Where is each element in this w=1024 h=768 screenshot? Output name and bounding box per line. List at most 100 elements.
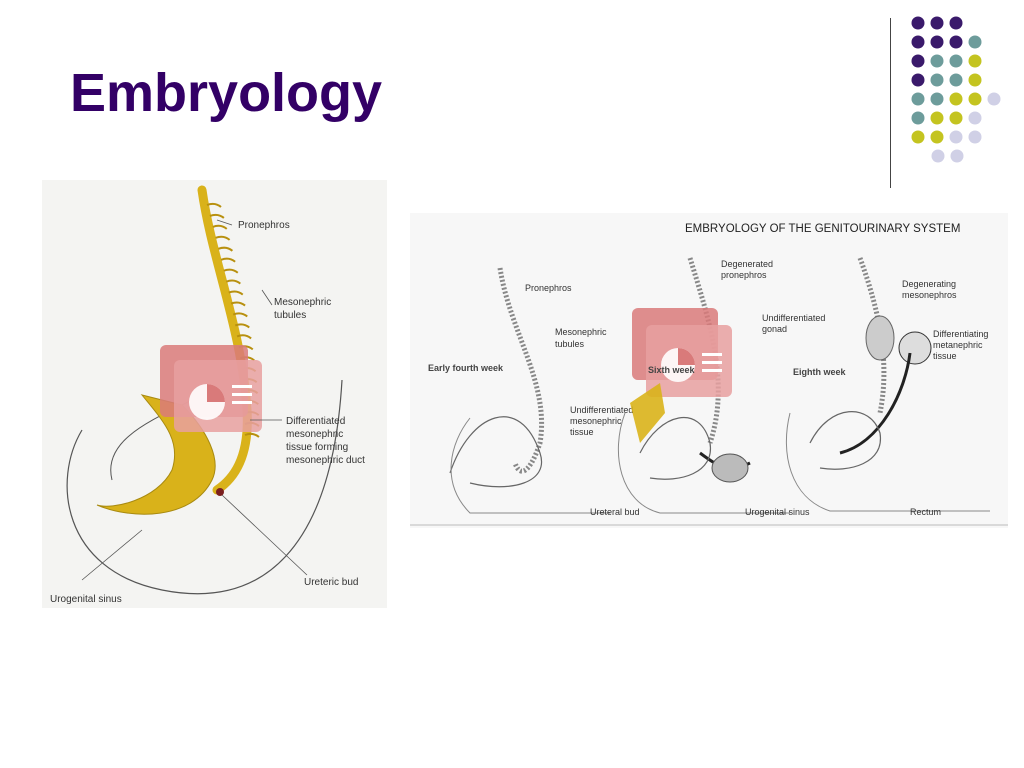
decor-dot (930, 111, 944, 125)
label-diff-2: mesonephric (286, 429, 343, 440)
panel3-cloaca (809, 411, 881, 470)
p1-label-meso-2: tubules (555, 339, 585, 349)
p2-label-degen-pro-1: Degenerated (721, 259, 773, 269)
decor-dot (968, 73, 982, 87)
decor-dot (950, 149, 964, 163)
slide-title: Embryology (70, 63, 383, 123)
tubule-mark (244, 432, 260, 438)
decor-dot (911, 130, 925, 144)
panel-sixth-week: Degenerated pronephros Undifferentiated … (590, 257, 825, 517)
panel1-outline (450, 417, 610, 514)
p2-label-undiff-gonad-1: Undifferentiated (762, 313, 825, 323)
decor-dot (911, 73, 925, 87)
p3-label-degen-meso-1: Degenerating (902, 279, 956, 289)
tubule-mark (206, 202, 222, 208)
p3-label-diff-meta-1: Differentiating (933, 329, 988, 339)
leader-mesonephric (261, 289, 273, 306)
p3-label-eighth-week: Eighth week (793, 367, 847, 377)
decor-dot (949, 16, 963, 30)
panel2-cloaca (639, 416, 711, 480)
left-ureteric-bud-mark (216, 488, 224, 496)
decor-dot (968, 35, 982, 49)
p2-label-ureteral-bud: Ureteral bud (590, 507, 640, 517)
label-pronephros: Pronephros (238, 220, 290, 231)
panel2-overlay-icon (630, 308, 732, 443)
tubule-mark (230, 301, 246, 307)
decor-dot (949, 111, 963, 125)
label-urogenital-sinus: Urogenital sinus (50, 594, 122, 605)
label-ureteric-bud: Ureteric bud (304, 577, 358, 588)
panel3-ureter (839, 352, 912, 455)
title-divider-line (890, 18, 891, 188)
panel3-duct (857, 257, 887, 414)
decor-dot (930, 35, 944, 49)
panel3-mesonephros (865, 315, 895, 361)
tubule-mark (215, 235, 231, 241)
decor-dot (968, 130, 982, 144)
panel-fourth-week: Pronephros Mesonephric tubules Early fou… (428, 267, 633, 514)
p3-label-diff-meta-2: metanephric (933, 340, 983, 350)
tubule-mark (220, 257, 236, 263)
tubule-mark (223, 268, 239, 274)
panel1-cloaca (449, 416, 543, 488)
decor-dot (911, 111, 925, 125)
decor-dot (930, 92, 944, 106)
tubule-mark (236, 334, 252, 340)
tubule-mark (232, 312, 248, 318)
decor-dot (930, 16, 944, 30)
panel2-kidney (711, 453, 749, 483)
decor-dot (911, 16, 925, 30)
p3-label-rectum: Rectum (910, 507, 941, 517)
label-mesonephric-2: tubules (274, 310, 306, 321)
tubule-mark (218, 246, 234, 252)
right-figure-title: EMBRYOLOGY OF THE GENITOURINARY SYSTEM (685, 223, 960, 235)
label-diff-3: tissue forming (286, 442, 348, 453)
p2-label-undiff-gonad-2: gonad (762, 324, 787, 334)
panel-eighth-week: Degenerating mesonephros Differentiating… (745, 257, 990, 517)
decor-dot (949, 92, 963, 106)
leader-ureteric-bud (221, 494, 308, 576)
tubule-mark (212, 224, 228, 230)
presentation-overlay-icon (160, 345, 262, 432)
tubule-mark (209, 213, 225, 219)
decor-dot (968, 54, 982, 68)
p3-label-degen-meso-2: mesonephros (902, 290, 957, 300)
decorative-dot-grid (911, 16, 1001, 163)
p3-label-urogenital-sinus: Urogenital sinus (745, 507, 810, 517)
label-diff-1: Differentiated (286, 416, 345, 427)
decor-dot (931, 149, 945, 163)
decor-dot (930, 54, 944, 68)
panel3-metanephros (898, 331, 932, 365)
panel2-outline (618, 412, 790, 514)
decor-dot (968, 92, 982, 106)
decor-dot (911, 54, 925, 68)
right-embryo-figure: EMBRYOLOGY OF THE GENITOURINARY SYSTEM P… (410, 213, 1008, 528)
left-outline-curve (66, 379, 343, 595)
left-embryo-figure: Pronephros Mesonephric tubules Different… (42, 180, 387, 608)
tubule-mark (225, 279, 241, 285)
p3-label-diff-meta-3: tissue (933, 351, 957, 361)
label-mesonephric-1: Mesonephric (274, 297, 331, 308)
decor-dot (911, 35, 925, 49)
p2-label-sixth-week: Sixth week (648, 365, 696, 375)
p1-label-pronephros: Pronephros (525, 283, 572, 293)
p1-label-undiff-2: mesonephric (570, 416, 622, 426)
decor-dot (949, 35, 963, 49)
label-diff-4: mesonephric duct (286, 455, 365, 466)
decor-dot (987, 92, 1001, 106)
panel3-outline (785, 412, 990, 512)
panel1-duct (497, 267, 544, 474)
tubule-mark (228, 290, 244, 296)
decor-dot (930, 130, 944, 144)
p1-label-fourth-week: Early fourth week (428, 363, 504, 373)
p1-label-undiff-3: tissue (570, 427, 594, 437)
decor-dot (911, 92, 925, 106)
leader-urogenital-sinus (81, 529, 143, 581)
p2-label-degen-pro-2: pronephros (721, 270, 767, 280)
decor-dot (968, 111, 982, 125)
p1-label-undiff-1: Undifferentiated (570, 405, 633, 415)
decor-dot (949, 130, 963, 144)
p1-label-meso-1: Mesonephric (555, 327, 607, 337)
decor-dot (949, 73, 963, 87)
